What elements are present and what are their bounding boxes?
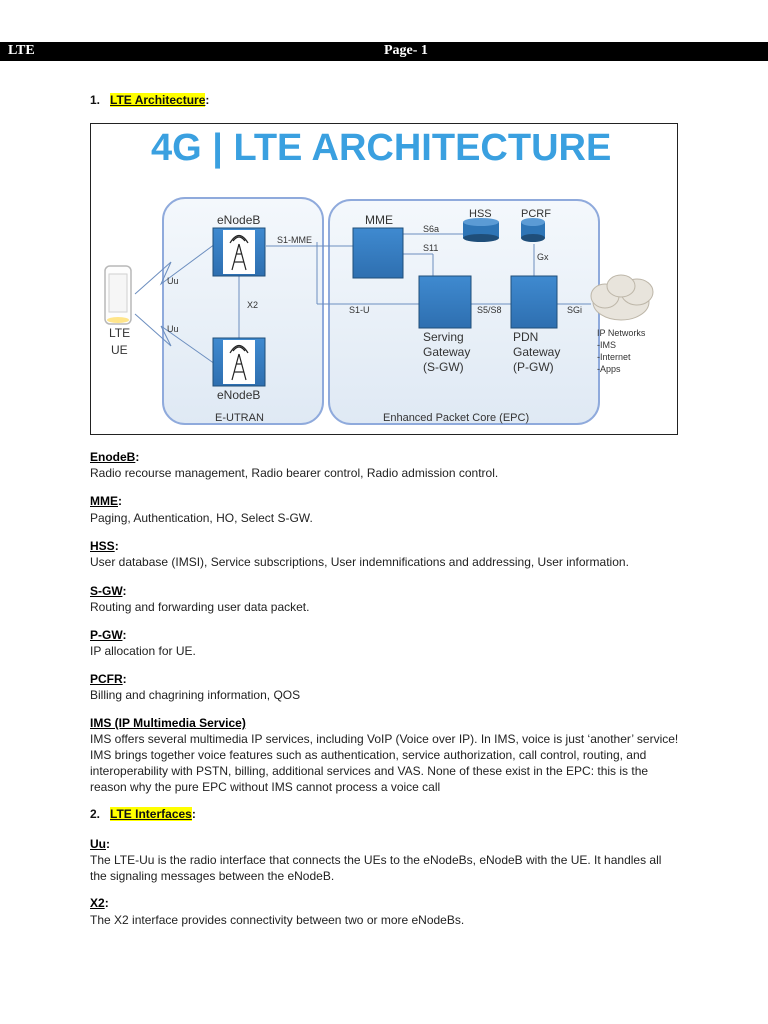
sgw-label-line1: Serving	[423, 330, 464, 344]
desc-ims: IMS offers several multimedia IP service…	[90, 732, 679, 794]
architecture-svg: 4G | LTE ARCHITECTURE	[104, 127, 654, 425]
pgw-label-line2: Gateway	[513, 345, 560, 359]
sgw-label-line2: Gateway	[423, 345, 470, 359]
ip-internet-label: -Internet	[597, 352, 631, 362]
ip-network-cloud-icon	[590, 274, 654, 321]
ue-label-line2: UE	[111, 343, 128, 357]
pgw-label-line1: PDN	[513, 330, 538, 344]
enodeb-bottom-tower-icon	[229, 344, 249, 381]
pcrf-label: PCRF	[521, 208, 551, 220]
x2-label: X2	[247, 300, 258, 310]
term-enodeb-text: EnodeB	[90, 450, 136, 464]
ip-networks-label: IP Networks	[597, 328, 646, 338]
section-1-heading: 1. LTE Architecture:	[90, 93, 209, 107]
header-page-number: Page- 1	[384, 43, 428, 58]
s6a-label: S6a	[423, 224, 439, 234]
page-header: LTE Page- 1	[0, 42, 768, 61]
desc-hss: User database (IMSI), Service subscripti…	[90, 555, 629, 569]
lte-architecture-diagram: 4G | LTE ARCHITECTURE	[90, 123, 678, 435]
hss-database-icon	[463, 218, 499, 242]
section-2-title: LTE Interfaces	[110, 807, 192, 821]
desc-pcfr: Billing and chagrining information, QOS	[90, 688, 301, 702]
desc-pgw: IP allocation for UE.	[90, 644, 196, 658]
desc-x2: The X2 interface provides connectivity b…	[90, 913, 465, 927]
term-ims: IMS (IP Multimedia Service)	[90, 716, 246, 730]
term-pcfr: PCFR:	[90, 672, 127, 686]
sgw-label-line3: (S-GW)	[423, 360, 464, 374]
desc-sgw: Routing and forwarding user data packet.	[90, 600, 310, 614]
term-sgw-text: S-GW	[90, 584, 123, 598]
desc-enodeb: Radio recourse management, Radio bearer …	[90, 466, 499, 480]
section-1-number: 1.	[90, 93, 101, 107]
ue-phone-glow	[107, 317, 129, 323]
ue-label-line1: LTE	[109, 326, 130, 340]
s1-u-label: S1-U	[349, 305, 370, 315]
mme-box	[352, 227, 404, 279]
uu-top-label: Uu	[167, 276, 179, 286]
gx-label: Gx	[537, 252, 549, 262]
epc-label: Enhanced Packet Core (EPC)	[383, 412, 529, 424]
sgi-label: SGi	[567, 305, 582, 315]
pgw-label-line3: (P-GW)	[513, 360, 554, 374]
uu-bottom-label: Uu	[167, 324, 179, 334]
term-pgw: P-GW:	[90, 628, 127, 642]
uu-link-top	[134, 243, 216, 295]
term-pgw-text: P-GW	[90, 628, 123, 642]
enodeb-top-label: eNodeB	[217, 213, 260, 227]
term-hss-text: HSS	[90, 539, 115, 553]
section-2-number: 2.	[90, 807, 101, 821]
pcrf-database-icon	[521, 218, 545, 242]
section-2-heading: 2. LTE Interfaces:	[90, 807, 196, 821]
desc-uu: The LTE-Uu is the radio interface that c…	[90, 853, 662, 883]
uu-link-bottom	[134, 313, 216, 365]
term-pcfr-text: PCFR	[90, 672, 123, 686]
s1-mme-label: S1-MME	[277, 235, 312, 245]
term-sgw: S-GW:	[90, 584, 127, 598]
sgw-box	[418, 275, 472, 329]
term-enodeb: EnodeB:	[90, 450, 140, 464]
term-mme: MME:	[90, 494, 122, 508]
pgw-box	[510, 275, 558, 329]
term-x2: X2:	[90, 896, 109, 910]
s5-s8-label: S5/S8	[477, 305, 502, 315]
ip-ims-label: -IMS	[597, 340, 616, 350]
section-1-title: LTE Architecture	[110, 93, 206, 107]
mme-label: MME	[365, 213, 393, 227]
term-uu: Uu:	[90, 837, 110, 851]
ue-phone-screen	[108, 273, 128, 313]
hss-label: HSS	[469, 208, 492, 220]
eutran-region	[162, 197, 324, 425]
s11-label: S11	[423, 243, 438, 253]
term-mme-text: MME	[90, 494, 118, 508]
term-x2-text: X2	[90, 896, 105, 910]
desc-mme: Paging, Authentication, HO, Select S-GW.	[90, 511, 313, 525]
section-2-colon: :	[191, 807, 196, 821]
enodeb-bottom-label: eNodeB	[217, 388, 260, 402]
term-uu-text: Uu	[90, 837, 106, 851]
ip-apps-label: -Apps	[597, 364, 621, 374]
header-left-text: LTE	[8, 43, 35, 58]
diagram-title: 4G | LTE ARCHITECTURE	[151, 127, 611, 169]
enodeb-top-tower-icon	[229, 234, 249, 271]
term-hss: HSS:	[90, 539, 119, 553]
term-ims-text: IMS (IP Multimedia Service)	[90, 716, 246, 730]
section-1-colon: :	[205, 93, 210, 107]
eutran-label: E-UTRAN	[215, 412, 264, 424]
